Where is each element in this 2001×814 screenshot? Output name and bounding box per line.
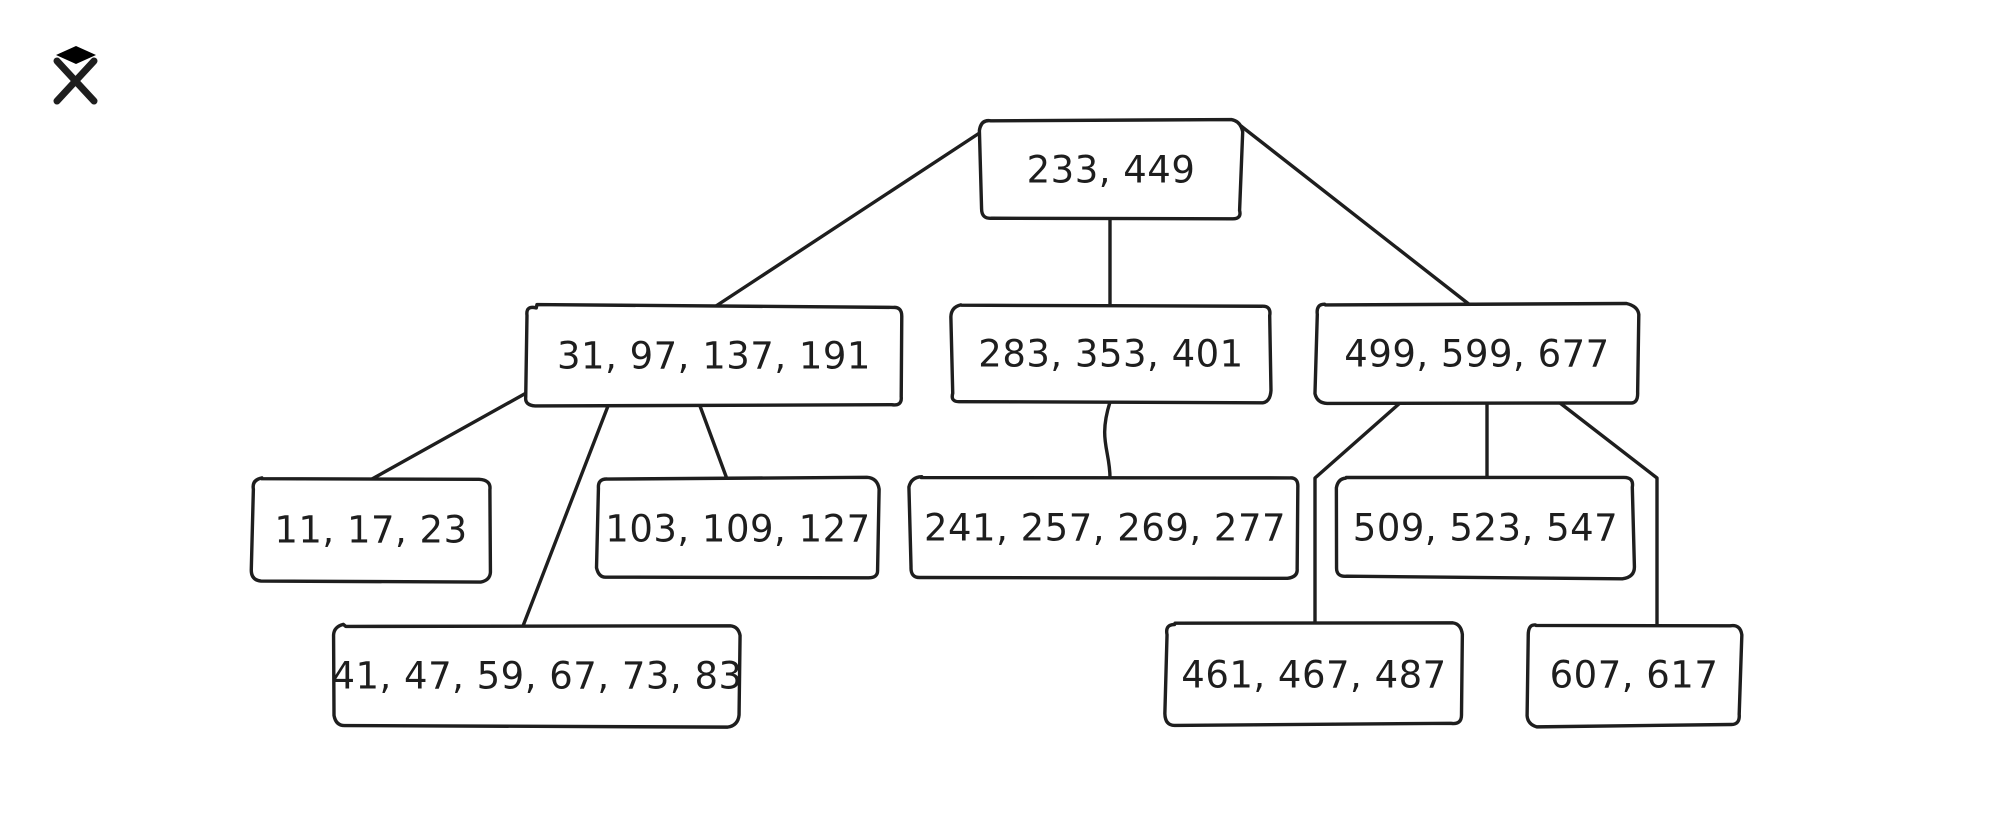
node-keys-label: 283, 353, 401 [978,333,1243,376]
tree-edge [1313,401,1402,627]
tree-edge [1558,401,1659,627]
node-box [977,117,1245,221]
tree-node[interactable]: 233, 449 [977,117,1245,221]
excalidraw-x-logo-icon [53,46,98,105]
tree-node[interactable]: 499, 599, 677 [1313,301,1641,406]
tree-edge [521,404,610,628]
node-box [949,303,1273,405]
tree-node[interactable]: 509, 523, 547 [1334,475,1637,581]
node-box [594,475,881,580]
tree-node[interactable]: 103, 109, 127 [594,475,881,580]
logo-x-shape [53,57,98,105]
node-keys-label: 509, 523, 547 [1353,507,1618,550]
node-keys-label: 461, 467, 487 [1181,654,1446,697]
tree-node[interactable]: 241, 257, 269, 277 [907,475,1300,581]
edges-layer [370,124,1659,628]
node-box [523,302,904,408]
tree-edge [370,390,530,481]
tree-node[interactable]: 461, 467, 487 [1163,621,1465,728]
tree-node[interactable]: 41, 47, 59, 67, 73, 83 [331,622,742,729]
node-box [1525,623,1744,729]
tree-node[interactable]: 283, 353, 401 [949,303,1273,405]
node-keys-label: 233, 449 [1027,149,1196,192]
tree-edge [714,130,983,308]
tree-node[interactable]: 11, 17, 23 [249,476,493,584]
tree-edge [698,404,729,481]
tree-node[interactable]: 31, 97, 137, 191 [523,302,904,408]
node-keys-label: 607, 617 [1550,654,1719,697]
node-keys-label: 103, 109, 127 [605,508,870,551]
tree-node[interactable]: 607, 617 [1525,623,1744,729]
node-keys-label: 11, 17, 23 [274,509,467,552]
node-box [907,475,1300,581]
node-box [331,622,742,729]
tree-edge [1103,400,1112,480]
tree-edge [1239,124,1472,307]
node-keys-label: 41, 47, 59, 67, 73, 83 [331,655,742,698]
node-box [1334,475,1637,581]
app-logo[interactable] [48,40,104,106]
node-keys-label: 31, 97, 137, 191 [557,335,871,378]
nodes-layer: 233, 449 31, 97, 137, 191 283, 353, 401 499… [249,117,1744,729]
logo-diamond-shape [56,46,96,64]
node-box [1313,301,1641,406]
node-box [249,476,493,584]
node-keys-label: 499, 599, 677 [1344,333,1609,376]
node-keys-label: 241, 257, 269, 277 [924,507,1286,550]
node-box [1163,621,1465,728]
